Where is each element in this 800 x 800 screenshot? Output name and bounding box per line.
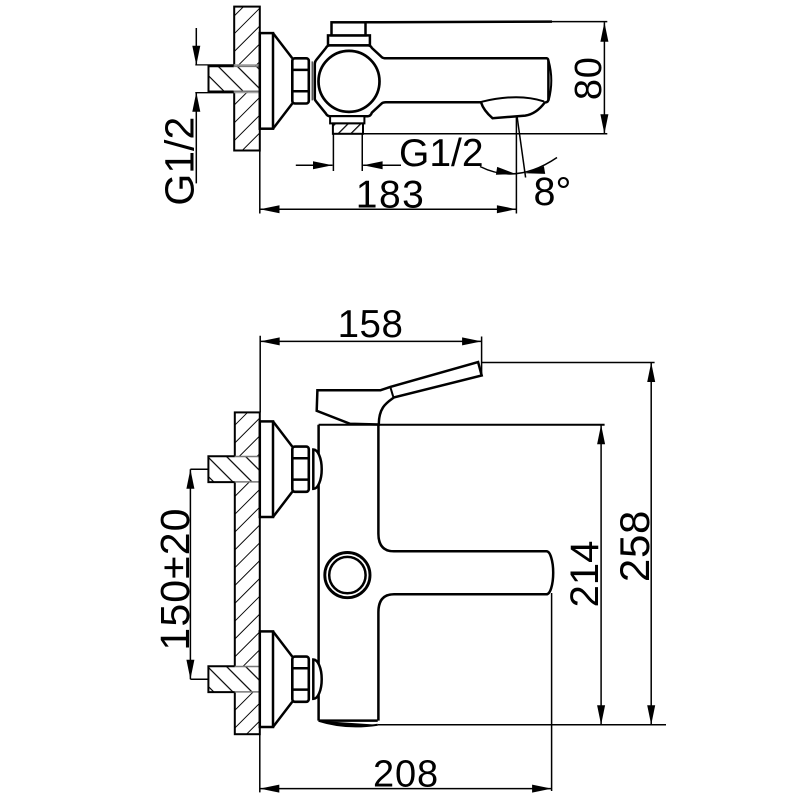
svg-text:183: 183 — [356, 173, 426, 216]
svg-text:214: 214 — [563, 541, 607, 608]
svg-text:80: 80 — [568, 56, 610, 100]
svg-text:150±20: 150±20 — [152, 507, 198, 650]
svg-text:G1/2: G1/2 — [157, 117, 203, 206]
svg-text:158: 158 — [338, 303, 404, 346]
svg-text:208: 208 — [373, 753, 439, 795]
svg-text:G1/2: G1/2 — [399, 132, 484, 175]
svg-text:8°: 8° — [534, 170, 572, 214]
svg-text:258: 258 — [611, 510, 658, 582]
